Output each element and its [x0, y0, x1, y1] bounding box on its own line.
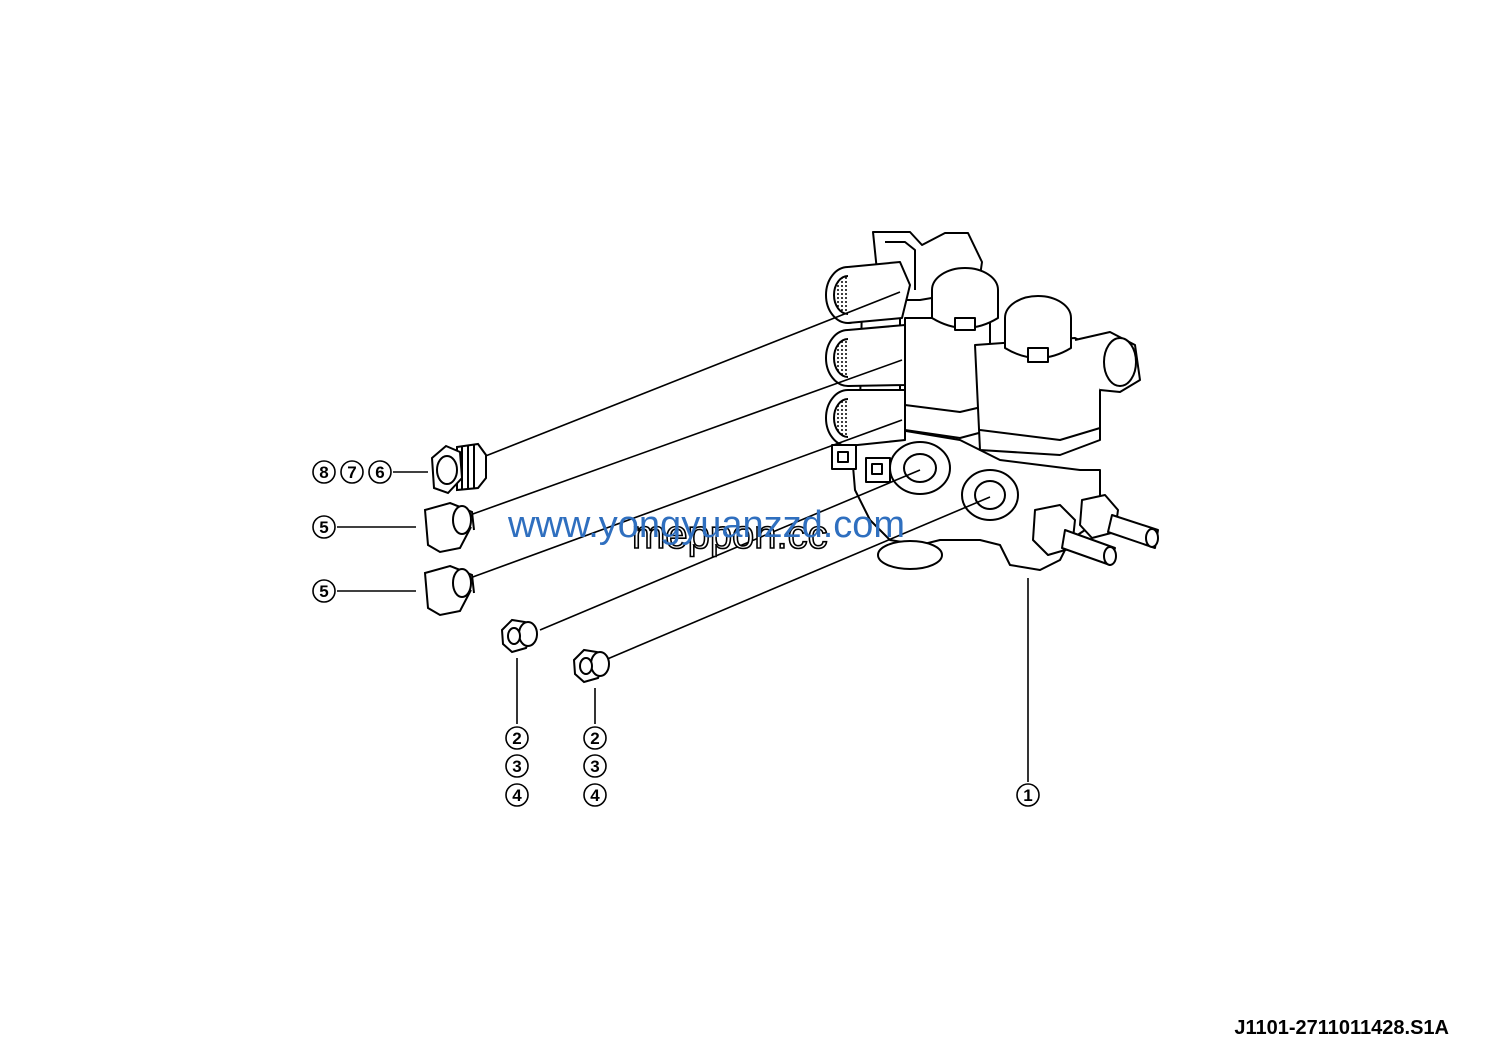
callout-1: 1 [1016, 783, 1040, 807]
callout-5-upper: 5 [312, 515, 336, 539]
callout-234-left: 2 3 4 [505, 726, 529, 807]
valve-block-icon [825, 231, 1159, 571]
callout-number: 6 [375, 463, 384, 482]
callout-number: 7 [347, 463, 356, 482]
callout-876: 8 7 6 [312, 460, 392, 484]
callout-5-lower: 5 [312, 579, 336, 603]
callout-234-right: 2 3 4 [583, 726, 607, 807]
small-hex-plug-icon [572, 648, 610, 684]
callout-number: 2 [512, 729, 521, 748]
small-hex-plug-icon [500, 618, 538, 654]
callout-number: 3 [512, 757, 521, 776]
drawing-code: J1101-2711011428.S1A [1234, 1017, 1449, 1039]
watermark-primary: www.yongyuanzzd.com [507, 504, 905, 546]
callout-number: 4 [512, 786, 522, 805]
cap-plug-icon [423, 564, 475, 617]
large-hex-plug-icon [430, 442, 487, 495]
watermark-secondary: meppon.cc [632, 513, 828, 557]
callout-number: 1 [1023, 786, 1032, 805]
cap-plug-icon [423, 501, 475, 554]
callout-number: 3 [590, 757, 599, 776]
leader-lines [337, 291, 1029, 782]
callout-number: 2 [590, 729, 599, 748]
callout-number: 8 [319, 463, 328, 482]
callout-number: 5 [319, 518, 328, 537]
callout-number: 4 [590, 786, 600, 805]
callout-number: 5 [319, 582, 328, 601]
